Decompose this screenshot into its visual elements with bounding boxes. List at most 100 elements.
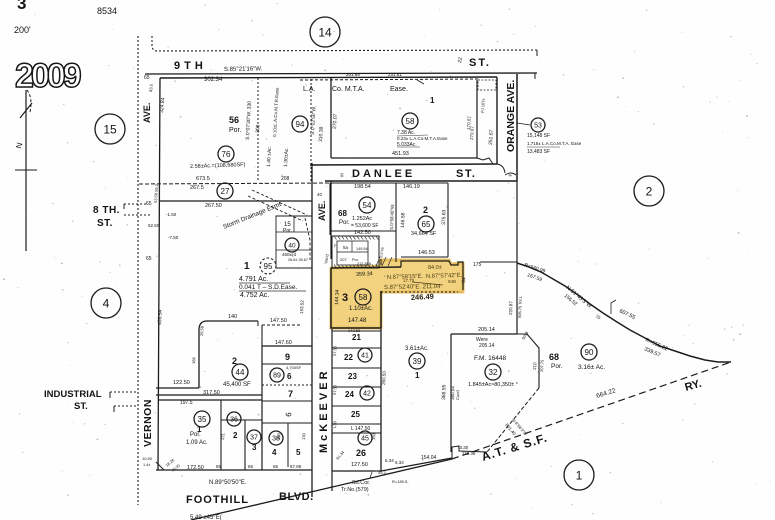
svg-text:317.50: 317.50 — [203, 390, 220, 396]
svg-text:451.93: 451.93 — [392, 151, 409, 157]
svg-text:23: 23 — [348, 372, 357, 381]
svg-text:McKEEVER: McKEEVER — [318, 368, 330, 453]
svg-text:36: 36 — [230, 417, 238, 424]
svg-text:210: 210 — [532, 362, 537, 370]
svg-text:5096: 5096 — [521, 330, 530, 341]
svg-text:5.033Ac.: 5.033Ac. — [397, 142, 417, 148]
svg-text:308: 308 — [255, 124, 261, 133]
svg-text:ORANGE AVE.: ORANGE AVE. — [505, 80, 517, 152]
svg-text:37: 37 — [250, 435, 258, 442]
svg-text:70: 70 — [595, 314, 602, 321]
svg-text:65: 65 — [144, 75, 150, 81]
svg-text:359.34: 359.34 — [356, 271, 373, 278]
svg-text:246.49: 246.49 — [411, 292, 434, 302]
svg-text:221: 221 — [220, 432, 225, 440]
svg-text:BLVD.: BLVD. — [279, 491, 314, 503]
svg-text:360.54: 360.54 — [450, 386, 455, 400]
svg-text:L30: L30 — [332, 420, 337, 428]
svg-text:455.54: 455.54 — [157, 309, 164, 325]
svg-text:58: 58 — [406, 117, 415, 126]
svg-text:220.87: 220.87 — [508, 301, 513, 315]
svg-text:S.0°49: S.0°49 — [379, 247, 385, 258]
svg-text:F.M. 16448: F.M. 16448 — [474, 355, 507, 362]
svg-text:127.50: 127.50 — [351, 462, 368, 468]
svg-text:3.61±Ac.: 3.61±Ac. — [405, 346, 429, 352]
svg-text:15: 15 — [284, 222, 291, 228]
svg-text:ST.: ST. — [469, 57, 491, 69]
svg-text:270.07: 270.07 — [332, 113, 339, 129]
svg-text:260.50: 260.50 — [381, 371, 387, 386]
svg-text:76: 76 — [222, 150, 231, 159]
svg-text:26: 26 — [356, 448, 366, 458]
svg-text:4: 4 — [103, 296, 110, 310]
svg-text:4,700SF: 4,700SF — [286, 365, 302, 370]
svg-text:Tr.No.(579): Tr.No.(579) — [341, 487, 369, 493]
svg-text:Vac'd: Vac'd — [323, 254, 330, 264]
svg-text:1.40 ±Ac.: 1.40 ±Ac. — [266, 146, 273, 167]
svg-text:6: 6 — [287, 372, 292, 381]
svg-text:130: 130 — [301, 432, 306, 440]
svg-text:267.5: 267.5 — [190, 185, 204, 191]
svg-text:150: 150 — [371, 432, 376, 440]
svg-text:1: 1 — [415, 371, 420, 380]
svg-text:147.60: 147.60 — [275, 340, 292, 346]
svg-text:ST.: ST. — [97, 218, 113, 229]
svg-text:3: 3 — [252, 443, 257, 452]
svg-text:INDUSTRIAL: INDUSTRIAL — [44, 389, 102, 400]
svg-text:Por.: Por. — [352, 258, 359, 262]
svg-text:197.5: 197.5 — [180, 400, 193, 406]
svg-text:167.59: 167.59 — [526, 272, 543, 283]
svg-text:17.75: 17.75 — [403, 278, 415, 283]
svg-text:154.04: 154.04 — [421, 455, 437, 461]
svg-text:201.69: 201.69 — [346, 72, 360, 77]
svg-text:3: 3 — [342, 292, 348, 304]
svg-text:68: 68 — [549, 352, 559, 362]
svg-text:90: 90 — [585, 348, 594, 357]
svg-text:ST.: ST. — [74, 401, 88, 412]
svg-text:198.54: 198.54 — [354, 184, 371, 190]
svg-text:26.6± 35.67: 26.6± 35.67 — [288, 258, 308, 262]
svg-text:45.30: 45.30 — [171, 464, 181, 473]
svg-text:1: 1 — [430, 96, 435, 105]
svg-text:RY.: RY. — [684, 378, 703, 394]
svg-text:207: 207 — [340, 257, 347, 262]
svg-text:267.50: 267.50 — [205, 203, 222, 209]
svg-text:Were: Were — [476, 337, 488, 343]
svg-text:4.791 Ac.: 4.791 Ac. — [239, 276, 268, 283]
svg-text:N.87°57′42″E.: N.87°57′42″E. — [426, 273, 463, 280]
svg-text:207.75: 207.75 — [539, 359, 545, 372]
svg-text:45: 45 — [361, 436, 369, 443]
svg-text:45.3: 45.3 — [378, 470, 387, 475]
svg-text:≡: ≡ — [340, 173, 344, 179]
svg-text:1.10±Ac.: 1.10±Ac. — [349, 306, 373, 312]
svg-text:Sd.Cor.: Sd.Cor. — [352, 480, 371, 486]
svg-text:0.23± L.A.Co.M.T.A.Ease: 0.23± L.A.Co.M.T.A.Ease — [397, 136, 448, 141]
svg-text:58: 58 — [359, 293, 368, 302]
svg-text:65: 65 — [273, 464, 279, 469]
svg-text:N.89°50'50"E.: N.89°50'50"E. — [209, 480, 247, 486]
svg-text:94: 94 — [296, 120, 305, 129]
svg-text:3: 3 — [17, 0, 26, 13]
svg-text:54: 54 — [363, 201, 372, 210]
svg-text:57.50: 57.50 — [332, 345, 338, 356]
svg-text:40: 40 — [288, 242, 296, 249]
svg-text:65: 65 — [216, 464, 222, 469]
svg-text:-1.50: -1.50 — [166, 212, 177, 217]
svg-text:PJ 107±: PJ 107± — [480, 97, 486, 113]
svg-text:Cont'l: Cont'l — [455, 390, 460, 400]
svg-text:9: 9 — [285, 352, 290, 362]
svg-text:205.14: 205.14 — [479, 343, 495, 349]
svg-text:S.85°21'16"W.: S.85°21'16"W. — [224, 66, 263, 73]
svg-text:ST.: ST. — [456, 168, 476, 180]
svg-text:N: N — [14, 141, 24, 149]
svg-text:7.38 Ac.: 7.38 Ac. — [397, 130, 415, 136]
svg-text:L 147.50: L 147.50 — [351, 426, 370, 432]
svg-text:1,718± L.A.Co.M.T.A. Ease: 1,718± L.A.Co.M.T.A. Ease — [527, 141, 582, 146]
svg-text:S.0°02'50"W.: S.0°02'50"W. — [310, 106, 318, 135]
svg-text:27: 27 — [221, 187, 230, 196]
svg-text:2: 2 — [233, 431, 238, 440]
svg-text:205.14: 205.14 — [478, 327, 495, 333]
svg-text:0.041 T – S.D.Ease.: 0.041 T – S.D.Ease. — [239, 284, 297, 291]
svg-text:150: 150 — [276, 432, 281, 440]
svg-text:122.50: 122.50 — [173, 380, 190, 386]
